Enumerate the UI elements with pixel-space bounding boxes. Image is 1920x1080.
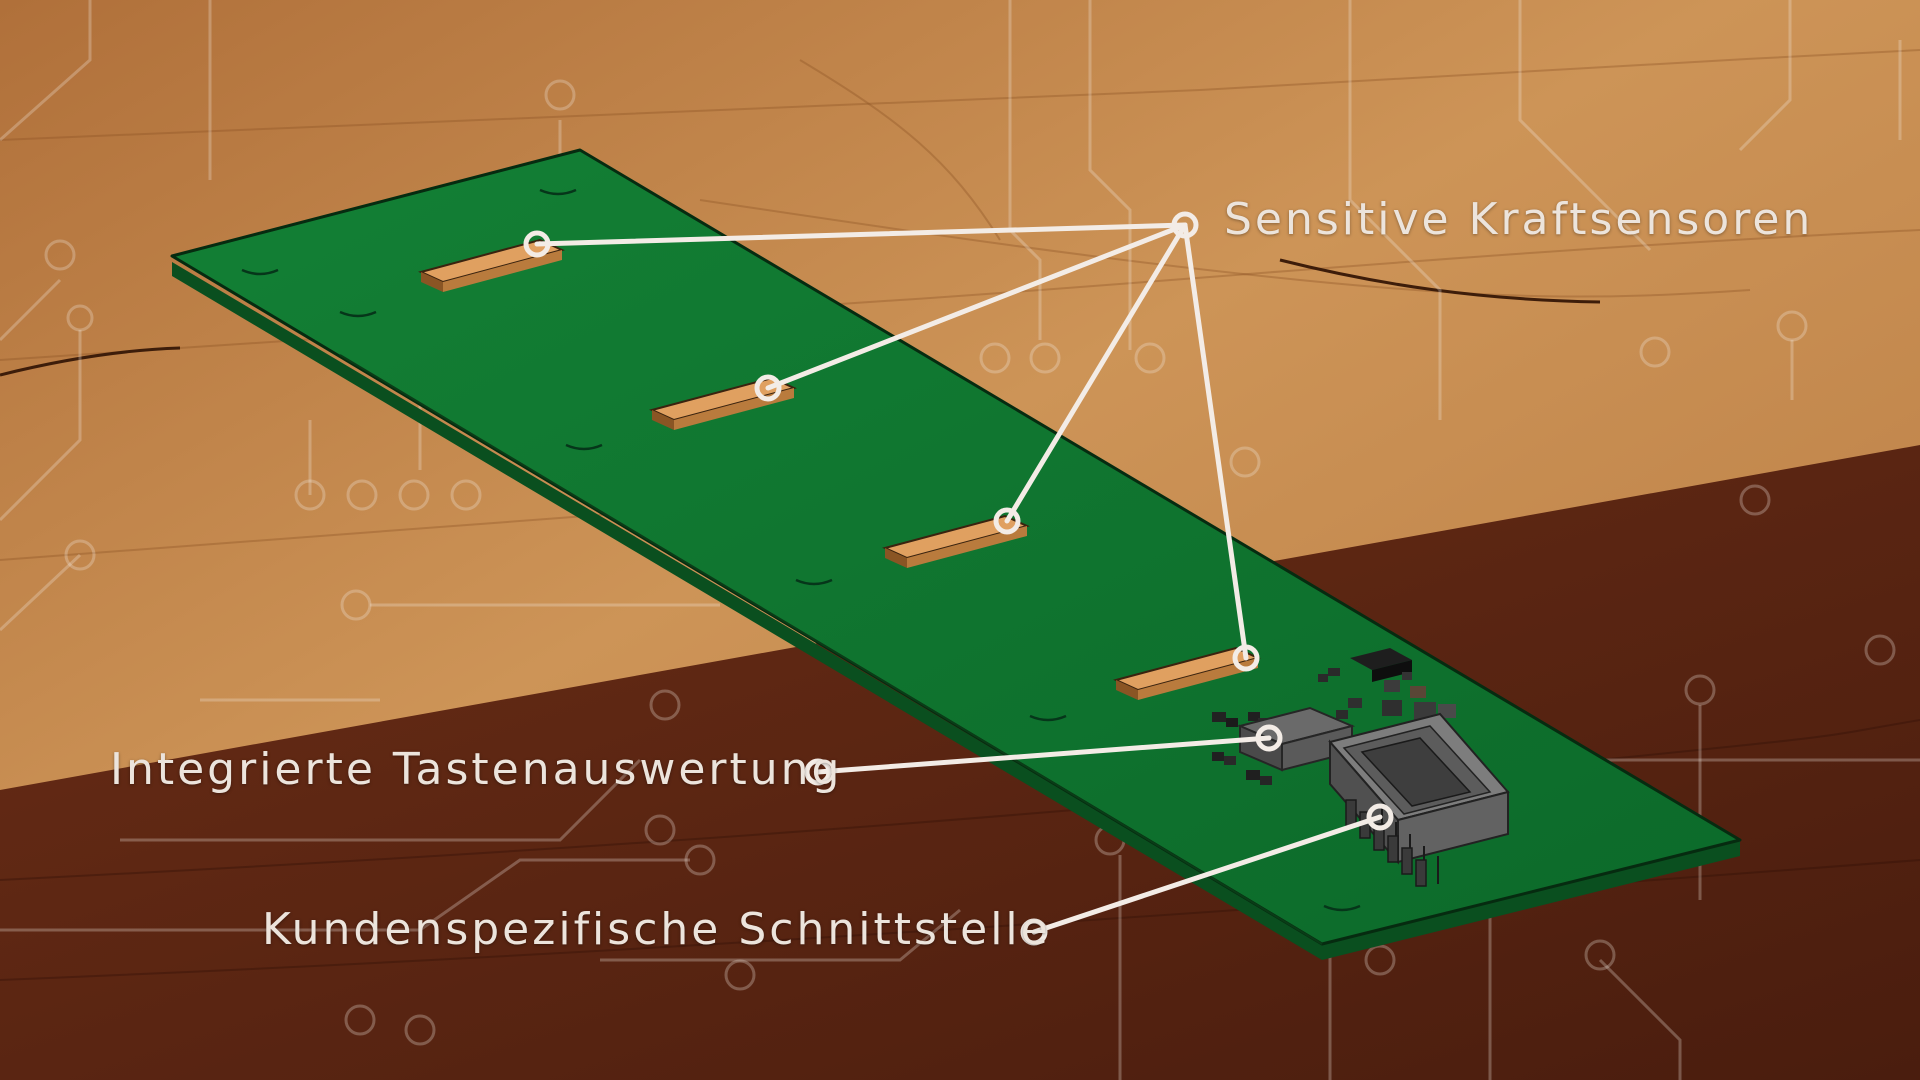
callout-label-interface: Kundenspezifische Schnittstelle (262, 904, 1051, 955)
smd-components (1212, 648, 1456, 785)
callout-label-evaluation: Integrierte Tastenauswertung (110, 744, 843, 795)
sensor-marker (754, 374, 782, 402)
callout-label-sensors: Sensitive Kraftsensoren (1224, 194, 1814, 245)
sensor-marker (523, 230, 551, 258)
callout-lines (534, 222, 1383, 935)
sensor-marker (1232, 644, 1260, 672)
interface-connector (1328, 712, 1510, 887)
callout-anchor-interface (1020, 918, 1048, 946)
force-sensor-pad (882, 514, 1030, 568)
force-sensor-pad (1113, 646, 1261, 700)
connector-marker (1366, 803, 1394, 831)
sensor-marker (993, 507, 1021, 535)
callout-anchor-evaluation (804, 758, 832, 786)
ic-marker (1255, 724, 1283, 752)
callout-anchors (523, 211, 1394, 946)
callout-anchor-sensors (1171, 211, 1199, 239)
